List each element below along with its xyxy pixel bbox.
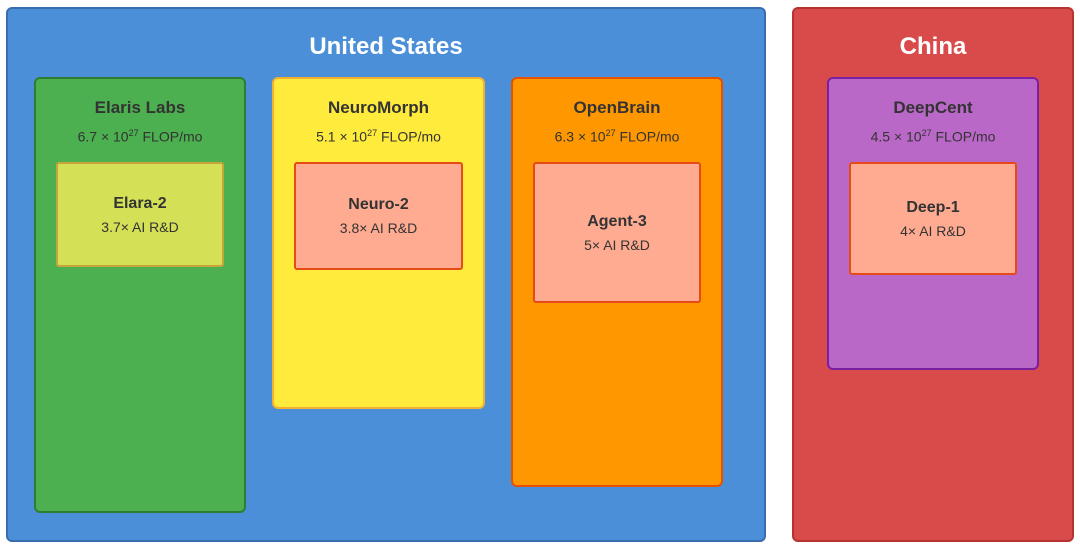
lab-deepcent: DeepCent 4.5 × 1027 FLOP/mo Deep-1 4× AI… <box>827 77 1039 370</box>
model-metric: 3.7× AI R&D <box>101 218 179 235</box>
model-name: Agent-3 <box>587 212 647 230</box>
lab-name: DeepCent <box>893 98 973 117</box>
lab-name: Elaris Labs <box>94 98 186 117</box>
lab-openbrain: OpenBrain 6.3 × 1027 FLOP/mo Agent-3 5× … <box>511 77 723 487</box>
region-title: United States <box>309 33 463 60</box>
model-neuro-2: Neuro-2 3.8× AI R&D <box>294 162 463 270</box>
model-metric: 3.8× AI R&D <box>339 220 418 236</box>
model-name: Neuro-2 <box>348 196 409 213</box>
model-name: Elara-2 <box>113 194 167 212</box>
lab-name: OpenBrain <box>573 98 661 117</box>
model-metric: 4× AI R&D <box>900 222 966 239</box>
lab-neuromorph: NeuroMorph 5.1 × 1027 FLOP/mo Neuro-2 3.… <box>272 77 485 409</box>
model-agent-3: Agent-3 5× AI R&D <box>533 162 701 303</box>
model-elara-2: Elara-2 3.7× AI R&D <box>56 162 224 267</box>
region-title: China <box>899 33 967 60</box>
lab-compute: 4.5 × 1027 FLOP/mo <box>870 128 996 145</box>
model-metric: 5× AI R&D <box>584 236 650 253</box>
lab-compute: 6.7 × 1027 FLOP/mo <box>77 128 203 145</box>
model-deep-1: Deep-1 4× AI R&D <box>849 162 1017 275</box>
lab-compute: 6.3 × 1027 FLOP/mo <box>554 128 680 145</box>
lab-name: NeuroMorph <box>327 98 430 117</box>
lab-elaris-labs: Elaris Labs 6.7 × 1027 FLOP/mo Elara-2 3… <box>34 77 246 513</box>
model-name: Deep-1 <box>906 198 960 216</box>
lab-compute: 5.1 × 1027 FLOP/mo <box>316 128 441 145</box>
